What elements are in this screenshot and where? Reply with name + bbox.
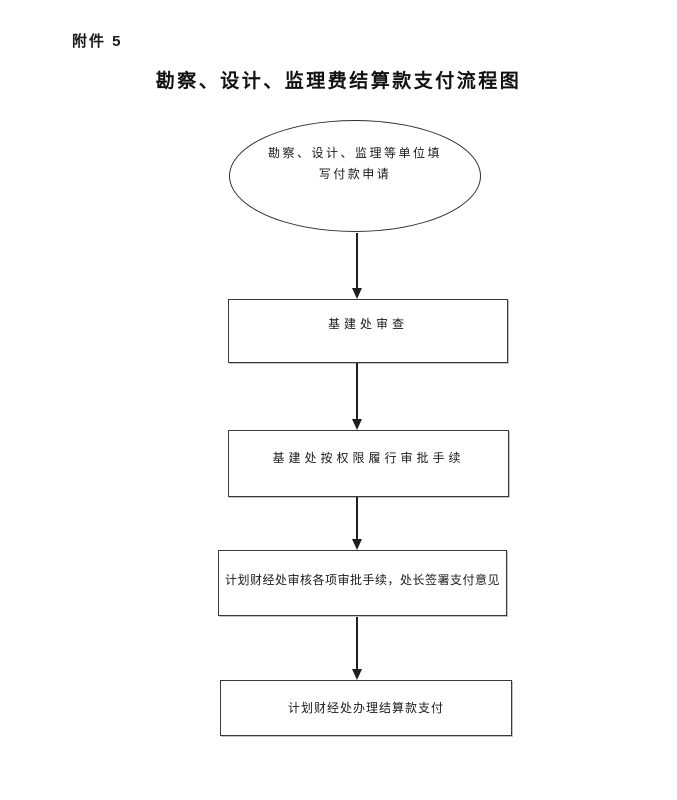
page-title: 勘察、设计、监理费结算款支付流程图 (155, 71, 522, 92)
flow-step-label: 计划财经处办理结算款支付 (287, 701, 444, 715)
arrow-down-icon (351, 288, 362, 299)
start-ellipse-text-line-1: 勘察、设计、监理等单位填 (267, 146, 442, 160)
flow-step-label: 计划财经处审核各项审批手续，处长签署支付意见 (224, 573, 500, 587)
flow-connector-2-line (356, 363, 358, 421)
flow-step-label: 基建处按权限履行审批手续 (272, 451, 465, 465)
flow-step-review-box: 基建处审查 (228, 299, 508, 363)
flow-start-ellipse: 勘察、设计、监理等单位填 写付款申请 (229, 120, 481, 232)
arrow-down-icon (351, 419, 362, 430)
flow-step-label: 基建处审查 (327, 317, 408, 331)
flow-connector-1-line (356, 233, 358, 290)
flow-step-finance-review-box: 计划财经处审核各项审批手续，处长签署支付意见 (218, 550, 507, 616)
flow-step-approval-box: 基建处按权限履行审批手续 (228, 430, 509, 497)
flow-step-payment-box: 计划财经处办理结算款支付 (220, 680, 512, 736)
arrow-down-icon (351, 669, 362, 680)
start-ellipse-text-line-2: 写付款申请 (318, 167, 392, 181)
arrow-down-icon (351, 539, 362, 550)
flow-connector-4-line (356, 617, 358, 671)
attachment-label: 附件 5 (72, 33, 123, 50)
flow-connector-3-line (356, 497, 358, 541)
